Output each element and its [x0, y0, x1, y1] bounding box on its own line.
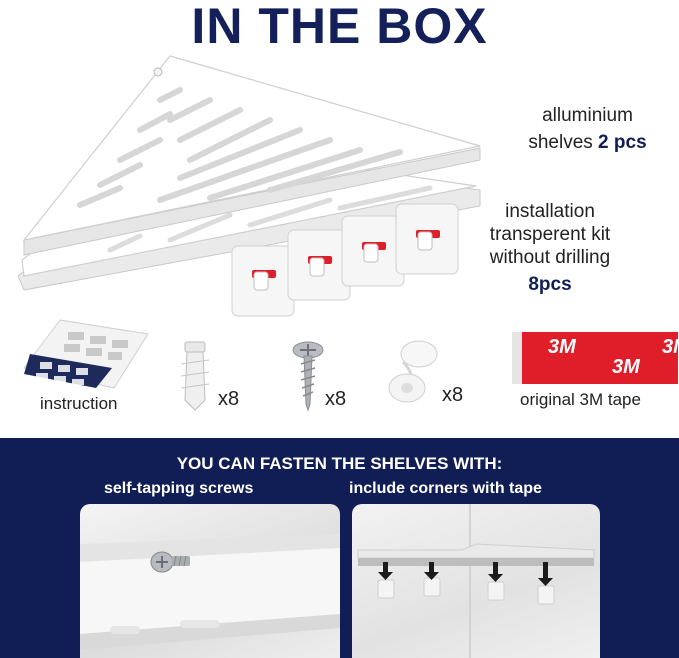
fastening-panel: YOU CAN FASTEN THE SHELVES WITH: self-ta…: [0, 438, 679, 658]
kit-line1: installation: [505, 201, 595, 222]
page-title: IN THE BOX: [191, 0, 488, 54]
shelves-illustration: [17, 55, 481, 291]
tape-image: 3M 3M 3M: [512, 332, 678, 384]
shelves-description: alluminium shelves 2 pcs: [505, 102, 670, 156]
kit-count: 8pcs: [528, 274, 572, 295]
fastening-heading: YOU CAN FASTEN THE SHELVES WITH:: [176, 454, 503, 473]
wall-anchor-image: [180, 341, 210, 411]
shelves-line2-text: shelves: [528, 132, 599, 153]
adhesive-hooks-illustration: [231, 203, 459, 317]
screws-photo: [80, 504, 340, 658]
tape-brand-3: 3M: [662, 336, 678, 358]
kit-line2: transperent kit: [489, 224, 611, 245]
screw-image: [292, 341, 324, 412]
tape-brand-1: 3M: [548, 336, 576, 358]
kit-description: installation transperent kit without dri…: [470, 200, 630, 296]
tape-label: original 3M tape: [520, 390, 641, 409]
instruction-label: instruction: [40, 394, 118, 413]
instruction-leaflet-image: [23, 319, 149, 389]
shelves-count: 2 pcs: [598, 132, 647, 153]
kit-line3: without drilling: [489, 247, 611, 268]
shelves-line1: alluminium: [542, 105, 633, 126]
screws-count: x8: [325, 388, 347, 410]
screw-cap-image: [388, 340, 438, 403]
anchors-count: x8: [218, 388, 240, 410]
caps-count: x8: [442, 384, 464, 406]
shelves-line2: shelves 2 pcs: [505, 129, 670, 156]
tape-corners-photo: [352, 504, 600, 658]
tape-option-label: include corners with tape: [349, 480, 542, 497]
screws-option-label: self-tapping screws: [104, 480, 254, 497]
tape-brand-2: 3M: [612, 356, 640, 378]
